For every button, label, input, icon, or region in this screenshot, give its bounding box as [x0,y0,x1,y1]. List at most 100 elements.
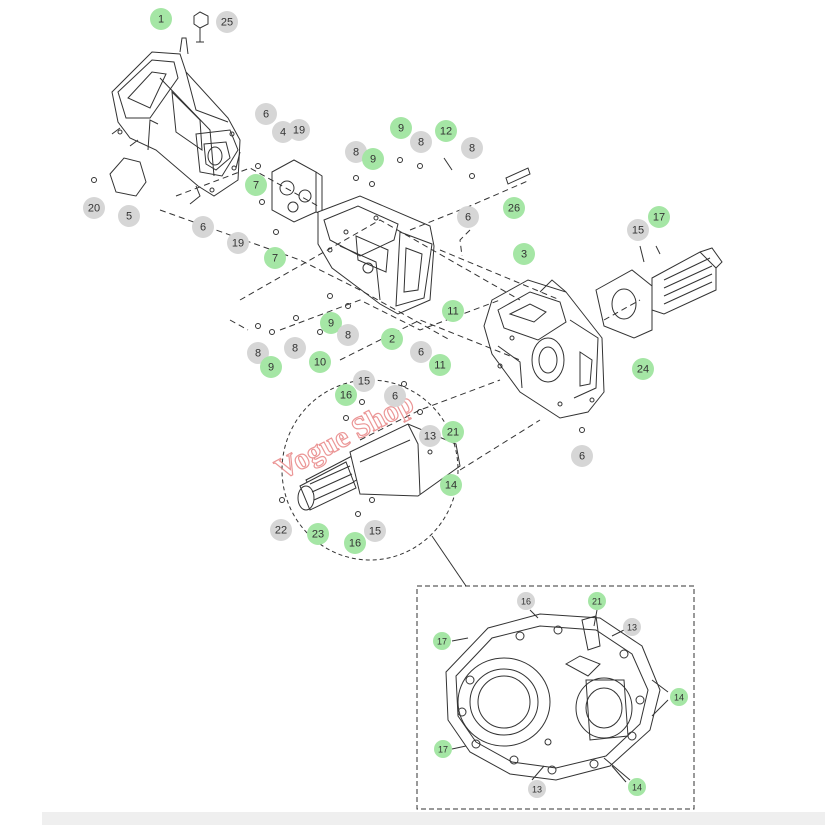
callout-number: 26 [508,203,520,215]
callout-number: 5 [126,211,132,223]
callout-bubble [335,384,357,406]
callout-8: 8 [247,342,269,364]
callout-number: 17 [653,212,665,224]
callout-number: 8 [292,343,298,355]
callout-8: 8 [284,337,306,359]
callout-bubble [513,243,535,265]
inset-leaders [452,610,668,782]
callout-number: 9 [370,154,376,166]
callout-number: 9 [398,123,404,135]
callout-13: 13 [419,425,441,447]
callout-6: 6 [457,206,479,228]
callout-bubble [307,523,329,545]
callout-bubble [344,532,366,554]
callout-bubble [503,197,525,219]
callout-bubble [264,247,286,269]
callout-number: 6 [263,109,269,121]
callout-number: 22 [275,525,287,537]
callout-number: 25 [221,17,233,29]
callout-bubble [632,358,654,380]
callout-bubble [440,474,462,496]
callout-19: 19 [288,119,310,141]
callout-6: 6 [571,445,593,467]
callout-bubble [272,121,294,143]
callout-bubble [461,137,483,159]
callout-bubble [288,119,310,141]
callout-number: 16 [340,390,352,402]
callout-26: 26 [503,197,525,219]
callout-bubble [628,778,646,796]
fasteners [92,152,661,517]
footer-strip [42,812,825,825]
callout-number: 7 [272,253,278,265]
callout-6: 6 [384,385,406,407]
callout-bubble [216,11,238,33]
callout-8: 8 [410,131,432,153]
callout-bubble [247,342,269,364]
callout-16: 16 [344,532,366,554]
callout-number: 13 [424,431,436,443]
callout-16: 16 [517,592,535,610]
gasket-plate [110,158,146,196]
callout-bubble [192,216,214,238]
callout-number: 11 [447,306,458,318]
callout-number: 12 [440,126,452,138]
callout-20: 20 [83,197,105,219]
callout-bubble [284,337,306,359]
callout-17: 17 [648,206,670,228]
callout-bubble [442,421,464,443]
callout-bubble [410,341,432,363]
callout-15: 15 [364,520,386,542]
callout-bubble [433,632,451,650]
callout-1: 1 [150,8,172,30]
callout-7: 7 [245,174,267,196]
callout-bubble [457,206,479,228]
callout-4: 4 [272,121,294,143]
callout-bubble [227,232,249,254]
callout-6: 6 [410,341,432,363]
callout-bubble [442,300,464,322]
callout-number: 16 [349,538,361,550]
callout-number: 14 [674,693,684,703]
callout-14: 14 [670,688,688,706]
callout-bubble [429,354,451,376]
callout-8: 8 [461,137,483,159]
callout-13: 13 [623,618,641,636]
callout-number: 13 [627,623,637,633]
callout-number: 9 [268,362,274,374]
callout-9: 9 [320,312,342,334]
callout-number: 6 [579,451,585,463]
inset-flange [446,614,660,780]
callout-8: 8 [345,141,367,163]
callout-number: 13 [532,785,542,795]
callout-bubble [384,385,406,407]
callout-number: 1 [158,14,164,26]
callout-number: 17 [437,637,447,647]
line-art [92,12,723,809]
callout-19: 19 [227,232,249,254]
callout-3: 3 [513,243,535,265]
callout-8: 8 [337,324,359,346]
callout-11: 11 [442,300,464,322]
callout-number: 6 [200,222,206,234]
callout-10: 10 [309,351,331,373]
callout-25: 25 [216,11,238,33]
breather-fitting [194,12,208,42]
callout-2: 2 [381,328,403,350]
callout-number: 4 [280,127,286,139]
callout-12: 12 [435,120,457,142]
callout-11: 11 [429,354,451,376]
callout-14: 14 [440,474,462,496]
callout-bubble [434,740,452,758]
callout-number: 14 [632,783,642,793]
callout-bubble [337,324,359,346]
callout-number: 2 [389,334,395,346]
callout-17: 17 [434,740,452,758]
callout-number: 9 [328,318,334,330]
callout-number: 7 [253,180,259,192]
callout-bubble [410,131,432,153]
callout-bubble [362,148,384,170]
callout-bubble [270,519,292,541]
